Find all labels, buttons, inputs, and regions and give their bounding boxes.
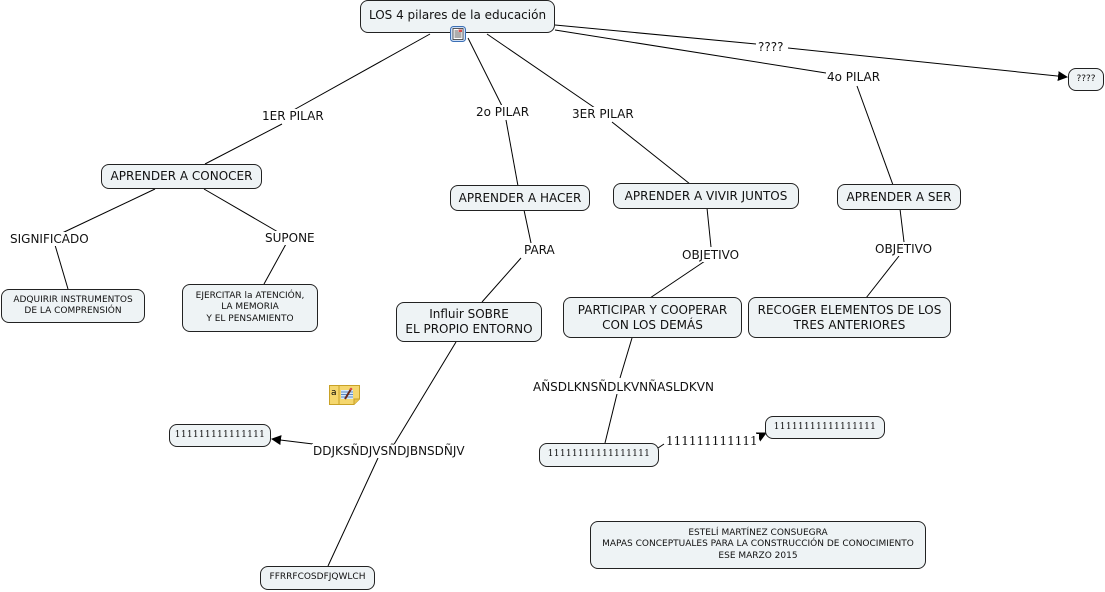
link-label-objetivo-ser[interactable]: OBJETIVO <box>874 242 934 256</box>
link-label-significado[interactable]: SIGNIFICADO <box>9 232 90 246</box>
link-label-ones-12[interactable]: 111111111111 <box>665 434 759 448</box>
line-vivir-objetivo <box>706 207 712 248</box>
line-participar-ansd <box>619 337 633 379</box>
line-conocer-supone <box>203 188 279 233</box>
line-conocer-significado <box>59 188 156 235</box>
line-pilar3-vivir <box>611 121 691 185</box>
line-ddjk-ones15 <box>271 435 314 446</box>
line-ser-objetivo <box>899 208 905 243</box>
link-label-4o-pilar[interactable]: 4o PILAR <box>826 70 882 84</box>
line-hacer-para <box>523 209 532 244</box>
link-label-para[interactable]: PARA <box>523 243 556 257</box>
line-root-pilar4 <box>554 29 827 74</box>
node-ffrrfcosdfjqwlch[interactable]: FFRRFCOSDFJQWLCH <box>260 566 375 590</box>
line-pilar4-ser <box>856 85 894 186</box>
node-ones-17-b[interactable]: 11111111111111111 <box>765 416 885 439</box>
node-ones-15[interactable]: 111111111111111 <box>169 424 271 447</box>
line-para-influir <box>481 257 522 303</box>
line-pilar2-hacer <box>505 119 519 187</box>
link-label-objetivo-vivir[interactable]: OBJETIVO <box>681 248 741 262</box>
node-aprender-a-conocer[interactable]: APRENDER A CONOCER <box>101 164 262 189</box>
node-aprender-a-vivir-juntos[interactable]: APRENDER A VIVIR JUNTOS <box>613 183 799 209</box>
node-root[interactable]: LOS 4 pilares de la educación <box>360 0 555 33</box>
line-root-unknown-a <box>554 24 757 45</box>
node-adquirir-instrumentos[interactable]: ADQUIRIR INSTRUMENTOS DE LA COMPRENSIÓN <box>1 289 145 323</box>
node-recoger-elementos[interactable]: RECOGER ELEMENTOS DE LOS TRES ANTERIORES <box>748 297 951 338</box>
link-label-ddjk[interactable]: DDJKSÑDJVSÑDJBNSDÑJV <box>312 444 466 458</box>
annotation-note-icon[interactable]: a <box>329 385 360 405</box>
node-influir-entorno[interactable]: Influir SOBRE EL PROPIO ENTORNO <box>396 302 542 342</box>
link-label-1er-pilar[interactable]: 1ER PILAR <box>261 109 325 123</box>
link-label-supone[interactable]: SUPONE <box>264 231 316 245</box>
link-label-unknown[interactable]: ???? <box>757 40 785 54</box>
line-significado-adquirir <box>54 244 69 290</box>
link-label-3er-pilar[interactable]: 3ER PILAR <box>571 107 635 121</box>
line-influir-ddjk <box>386 341 457 457</box>
line-ddjk-ffrrf <box>327 457 379 567</box>
line-objetivo-recoger <box>865 255 900 299</box>
node-unknown[interactable]: ???? <box>1068 68 1104 91</box>
line-ansd-ones17a <box>604 393 618 444</box>
line-objetivo-participar <box>649 260 706 299</box>
document-image-icon[interactable] <box>450 26 466 42</box>
line-root-unknown-b <box>787 47 1068 82</box>
line-supone-ejercitar <box>263 243 287 285</box>
node-ejercitar-atencion[interactable]: EJERCITAR la ATENCIÓN, LA MEMORIA Y EL P… <box>182 284 318 332</box>
node-aprender-a-ser[interactable]: APRENDER A SER <box>837 184 961 210</box>
link-label-ansd[interactable]: AÑSDLKNSÑDLKVNÑASLDKVN <box>532 380 715 394</box>
line-root-pilar2 <box>467 37 503 107</box>
node-ones-17-a[interactable]: 11111111111111111 <box>539 443 659 467</box>
line-root-pilar1 <box>289 33 431 113</box>
node-aprender-a-hacer[interactable]: APRENDER A HACER <box>450 185 590 211</box>
node-credits[interactable]: ESTELÍ MARTÍNEZ CONSUEGRA MAPAS CONCEPTU… <box>590 521 926 569</box>
line-pilar1-conocer <box>204 123 283 165</box>
node-participar-cooperar[interactable]: PARTICIPAR Y COOPERAR CON LOS DEMÁS <box>563 297 742 338</box>
link-label-2o-pilar[interactable]: 2o PILAR <box>475 105 531 119</box>
line-root-pilar3 <box>486 33 596 109</box>
svg-text:a: a <box>331 388 337 398</box>
line-ones17a-ones12 <box>657 443 665 449</box>
